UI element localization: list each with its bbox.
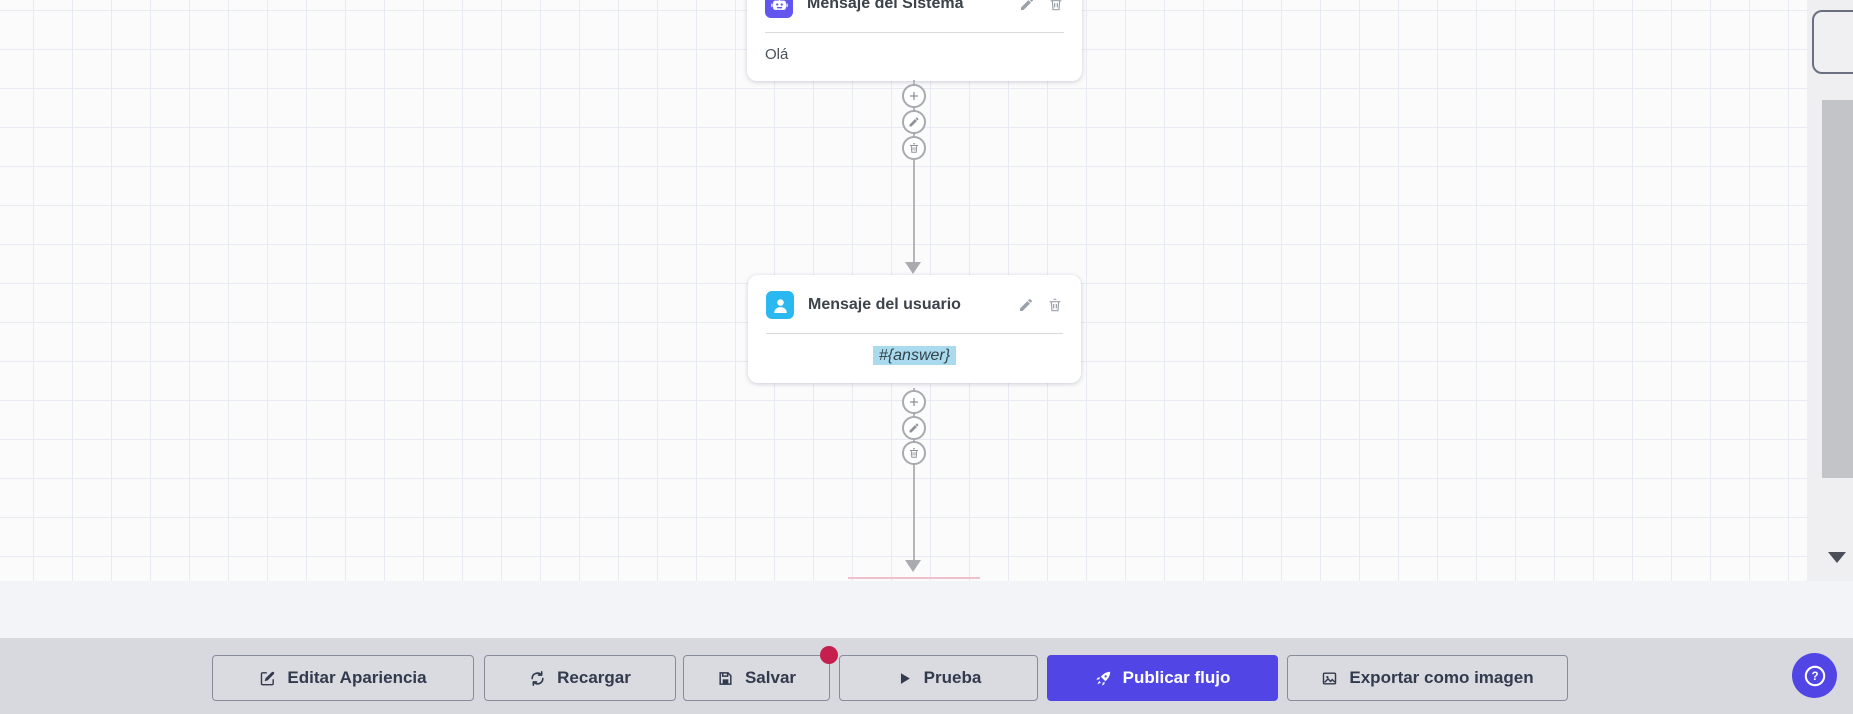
- node-divider: [766, 333, 1063, 334]
- trash-icon[interactable]: [1047, 297, 1063, 313]
- button-label: Exportar como imagen: [1349, 668, 1534, 687]
- edit-square-icon: [261, 671, 275, 685]
- edit-appearance-button[interactable]: Editar Apariencia: [212, 655, 474, 701]
- reload-button[interactable]: Recargar: [484, 655, 676, 701]
- connector-line: [913, 80, 915, 262]
- node-title: Mensaje del usuario: [808, 296, 961, 313]
- chain-add-button[interactable]: [902, 390, 926, 414]
- chain-edit-button[interactable]: [902, 110, 926, 134]
- chain-delete-button[interactable]: [902, 441, 926, 465]
- scrollbar-thumb[interactable]: [1822, 100, 1853, 478]
- test-button[interactable]: Prueba: [839, 655, 1038, 701]
- unsaved-changes-badge: [820, 646, 838, 664]
- button-label: Recargar: [557, 668, 631, 687]
- node-header: Mensaje del usuario: [748, 275, 1081, 319]
- plus-icon: [909, 397, 919, 407]
- scroll-down-arrow-icon[interactable]: [1828, 552, 1846, 563]
- chain-add-button[interactable]: [902, 84, 926, 108]
- connector-arrow-icon: [905, 560, 921, 572]
- trash-icon[interactable]: [1048, 0, 1064, 12]
- trash-icon: [910, 143, 918, 153]
- refresh-icon: [531, 670, 544, 686]
- answer-variable-chip[interactable]: #{answer}: [872, 346, 957, 365]
- robot-icon: [765, 0, 793, 18]
- pencil-icon: [909, 117, 919, 127]
- node-header: Mensaje del Sistema: [747, 0, 1082, 18]
- user-icon: [766, 291, 794, 319]
- question-mark-icon: ?: [1804, 665, 1825, 686]
- node-user-message[interactable]: Mensaje del usuario #{answer}: [748, 275, 1081, 383]
- button-label: Salvar: [744, 668, 797, 687]
- image-icon: [1323, 671, 1337, 685]
- node-divider: [765, 32, 1064, 33]
- node-system-message[interactable]: Mensaje del Sistema Olá: [747, 0, 1082, 81]
- canvas-footer-spacer: [0, 581, 1853, 638]
- connector-line: [913, 388, 915, 560]
- publish-flow-button[interactable]: Publicar flujo: [1047, 655, 1278, 701]
- pencil-icon[interactable]: [1019, 0, 1035, 12]
- save-icon: [719, 671, 732, 685]
- export-image-button[interactable]: Exportar como imagen: [1287, 655, 1568, 701]
- chain-delete-button[interactable]: [902, 136, 926, 160]
- save-button[interactable]: Salvar: [683, 655, 830, 701]
- chain-edit-button[interactable]: [902, 416, 926, 440]
- button-label: Prueba: [923, 668, 982, 687]
- pencil-icon: [909, 423, 919, 433]
- button-label: Publicar flujo: [1122, 668, 1231, 687]
- trash-icon: [910, 448, 918, 458]
- plus-icon: [909, 91, 919, 101]
- rocket-icon: [1096, 671, 1110, 686]
- canvas-overlay-panel: [1812, 10, 1853, 74]
- play-icon: [900, 672, 910, 684]
- svg-text:?: ?: [1811, 671, 1818, 683]
- pencil-icon[interactable]: [1018, 297, 1034, 313]
- node-title: Mensaje del Sistema: [807, 0, 964, 12]
- next-node-edge: [848, 577, 980, 579]
- connector-arrow-icon: [905, 262, 921, 274]
- node-content[interactable]: Olá: [765, 46, 789, 63]
- flow-canvas[interactable]: Mensaje del Sistema Olá: [0, 0, 1807, 581]
- button-label: Editar Apariencia: [287, 668, 427, 687]
- help-button[interactable]: ?: [1792, 653, 1837, 698]
